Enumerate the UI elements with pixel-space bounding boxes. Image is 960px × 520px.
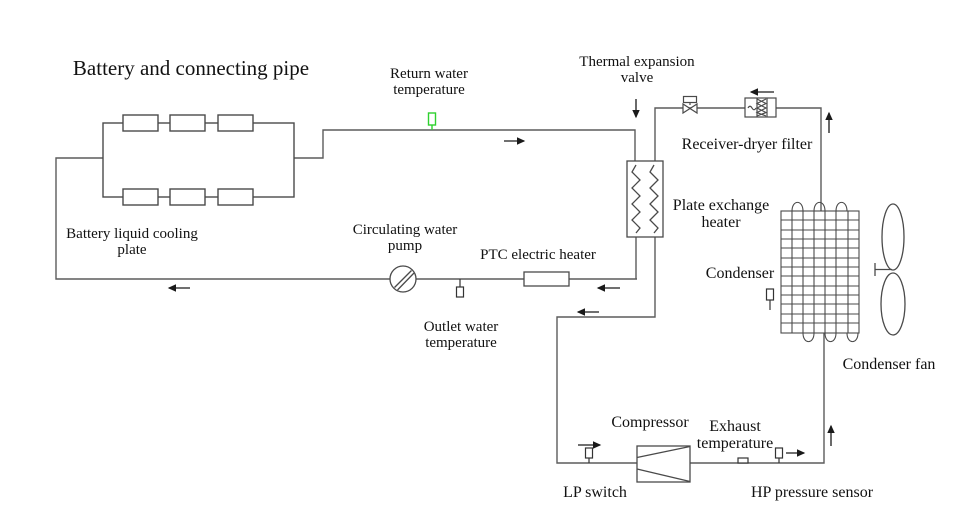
- hp-pressure-sensor-icon: [774, 447, 784, 463]
- label-hp-pressure-sensor: HP pressure sensor: [750, 484, 874, 501]
- diagram-title: Battery and connecting pipe: [72, 56, 310, 80]
- refrigerant-loop-pipes: [556, 107, 825, 464]
- label-ptc-electric-heater: PTC electric heater: [480, 247, 596, 263]
- battery-cooling-plate-icon: [102, 114, 295, 206]
- condenser-icon: [780, 201, 860, 343]
- label-receiver-dryer-filter: Receiver-dryer filter: [681, 136, 813, 153]
- label-compressor: Compressor: [611, 414, 689, 431]
- pump-icon: [389, 265, 417, 293]
- flow-arrows: [167, 88, 835, 457]
- label-exhaust-temperature: Exhaust temperature: [696, 418, 774, 453]
- return-water-temp-sensor-icon: [427, 112, 437, 130]
- compressor-icon: [636, 445, 691, 483]
- condenser-temp-sensor-icon: [765, 288, 775, 310]
- label-thermal-expansion-valve: Thermal expansion valve: [579, 54, 695, 87]
- exhaust-temp-sensor-icon: [737, 457, 749, 464]
- sensors: [427, 112, 784, 464]
- label-condenser-fan: Condenser fan: [842, 356, 936, 373]
- expansion-valve-icon: [682, 95, 698, 115]
- label-circulating-water-pump: Circulating water pump: [352, 222, 458, 255]
- plate-heat-exchanger-icon: [626, 160, 664, 238]
- ptc-heater-icon: [523, 271, 570, 287]
- label-lp-switch: LP switch: [563, 484, 627, 501]
- receiver-dryer-icon: [744, 97, 777, 118]
- label-outlet-water-temperature: Outlet water temperature: [423, 319, 499, 352]
- label-return-water-temperature: Return water temperature: [390, 66, 468, 99]
- water-loop-pipes: [55, 129, 637, 280]
- outlet-water-temp-sensor-icon: [455, 279, 465, 298]
- label-plate-exchange-heater: Plate exchange heater: [672, 197, 770, 232]
- label-battery-liquid-cooling-plate: Battery liquid cooling plate: [66, 226, 198, 259]
- lp-switch-sensor-icon: [584, 447, 594, 463]
- label-condenser: Condenser: [705, 265, 775, 282]
- condenser-fan-icon: [874, 203, 906, 336]
